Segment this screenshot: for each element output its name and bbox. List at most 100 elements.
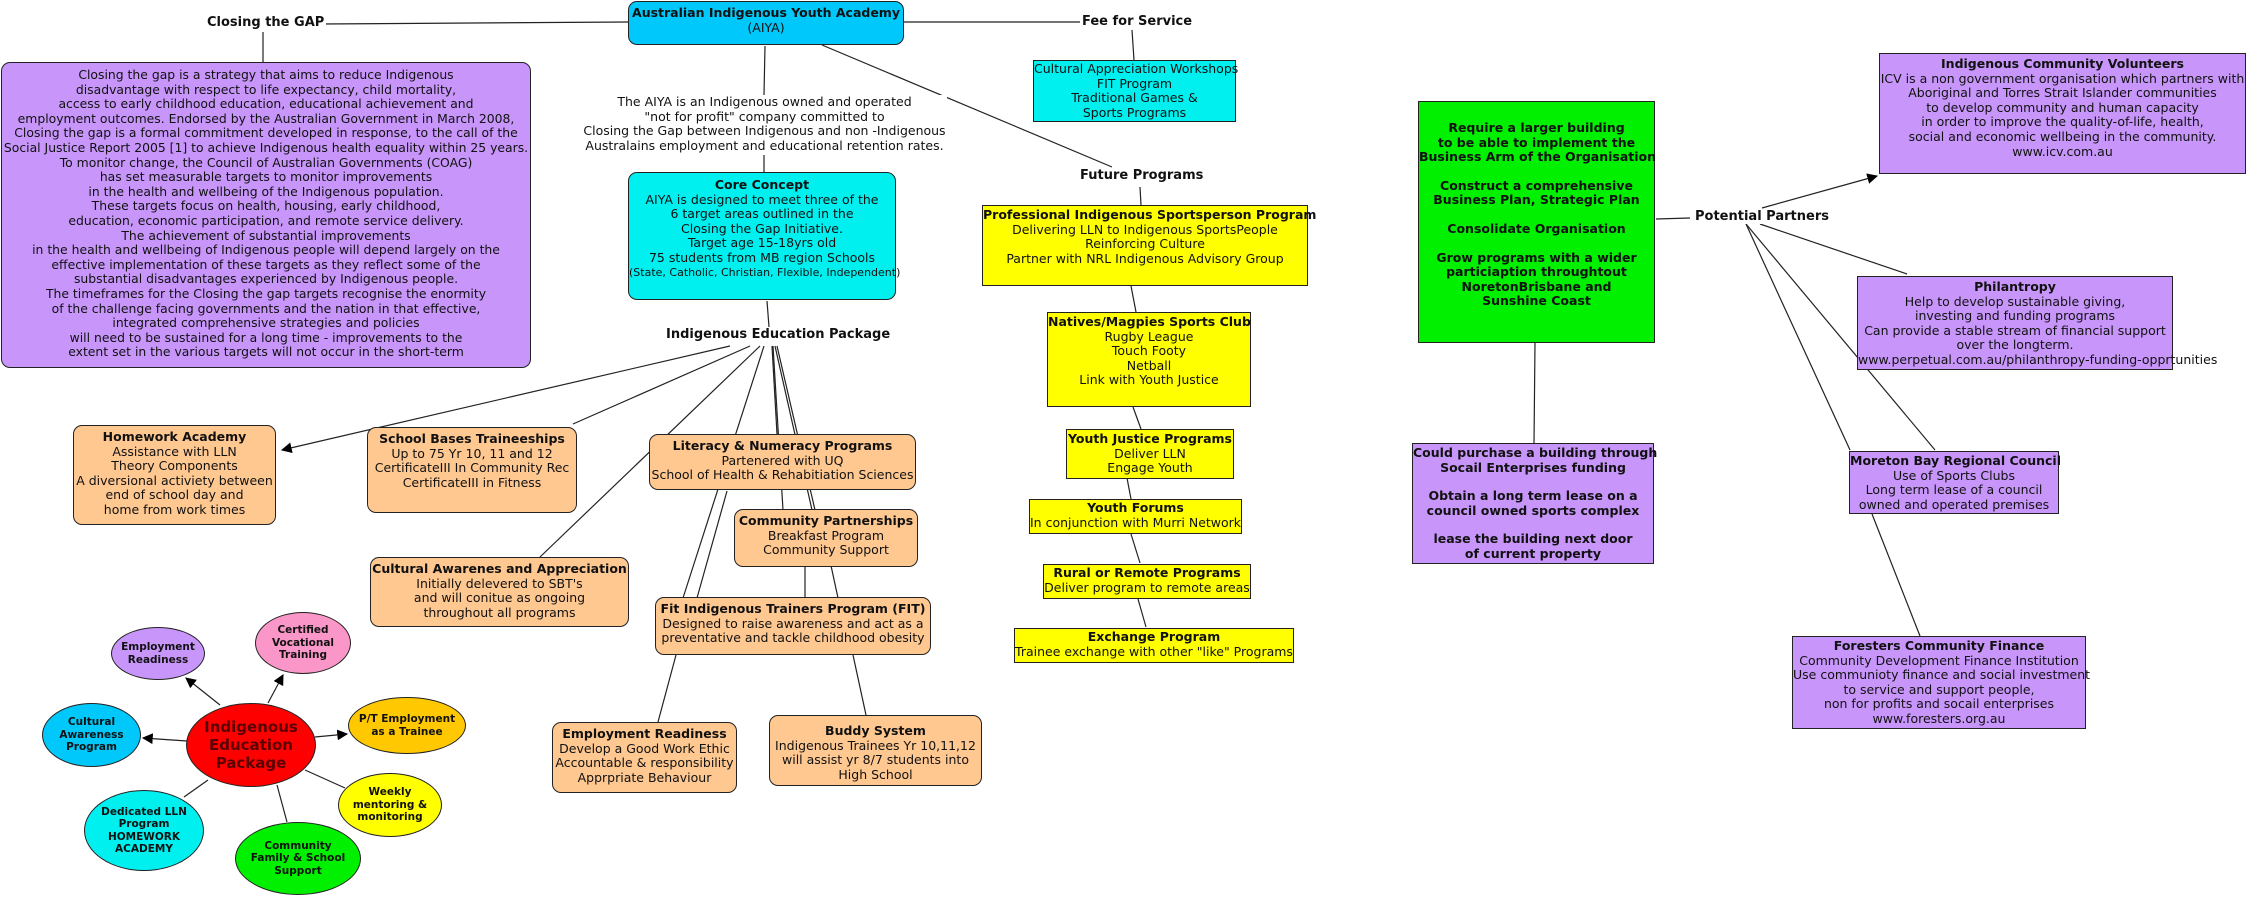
bubble-line: Readiness bbox=[127, 653, 189, 666]
closing-gap-line: Closing the gap is a formal commitment d… bbox=[14, 125, 518, 141]
spacer bbox=[1419, 237, 1654, 251]
box-line: Netball bbox=[1126, 357, 1172, 373]
block-line: of current property bbox=[1464, 545, 1602, 561]
fee-service-item: FIT Program bbox=[1096, 75, 1173, 91]
block-line: Construct a comprehensive bbox=[1440, 177, 1633, 193]
core-concept-title: Core Concept bbox=[714, 177, 810, 192]
box-line: Rugby League bbox=[1104, 328, 1194, 344]
box-line: Trainee exchange with other "like" Progr… bbox=[1015, 643, 1293, 659]
center-bubble-line: Indigenous bbox=[204, 718, 298, 736]
link-package-traineeships bbox=[572, 345, 751, 425]
spoke-pt bbox=[314, 729, 349, 741]
box-title: Fit Indigenous Trainers Program (FIT) bbox=[660, 601, 926, 616]
box-line: owned and operated premises bbox=[1858, 496, 2050, 512]
box-line: Deliver LLN bbox=[1114, 445, 1186, 461]
closing-gap-line: has set measurable targets to monitor im… bbox=[99, 169, 433, 185]
box-line: www.foresters.org.au bbox=[1872, 710, 2006, 726]
link-goals-partners bbox=[1655, 217, 1691, 220]
link-community-fit bbox=[696, 490, 728, 599]
closing-gap-line: extent set in the various targets will n… bbox=[68, 344, 464, 360]
link-root-description bbox=[763, 45, 766, 96]
center-bubble-line: Package bbox=[215, 754, 287, 772]
closing-gap-line: of the challenge facing governments and … bbox=[51, 300, 481, 316]
box-line: Accountable & responsibility bbox=[555, 755, 734, 771]
box-line: end of school day and bbox=[105, 487, 244, 503]
box-line: Link with Youth Justice bbox=[1079, 372, 1219, 388]
core-concept-line: 6 target areas outlined in the bbox=[670, 206, 854, 222]
link-partners-moreton bbox=[1745, 223, 1851, 451]
spacer bbox=[1419, 165, 1654, 179]
closing-gap-description: Closing the gap is a strategy that aims … bbox=[1, 62, 531, 368]
bubble-line: Cultural bbox=[67, 716, 116, 729]
box-line: Deliver program to remote areas bbox=[1044, 579, 1250, 595]
box-line: Use of Sports Clubs bbox=[1893, 467, 2015, 483]
bubble-line: Training bbox=[279, 649, 327, 662]
box-line: ICV is a non government organisation whi… bbox=[1880, 70, 2245, 86]
box-line: In conjunction with Murri Network bbox=[1030, 514, 1242, 530]
link-core-package bbox=[766, 300, 770, 328]
link-youthjustice-forums bbox=[1126, 477, 1132, 500]
box-line: Long term lease of a council bbox=[1865, 482, 2043, 498]
closing-gap-line: integrated comprehensive strategies and … bbox=[112, 315, 420, 331]
aiya-description-line: Australains employment and educational r… bbox=[585, 137, 944, 153]
box-line: Assistance with LLN bbox=[112, 443, 237, 459]
core-concept-box[interactable]: Core Concept AIYA is designed to meet th… bbox=[628, 172, 900, 300]
future-program-box[interactable]: Professional Indigenous Sportsperson Pro… bbox=[982, 205, 1316, 286]
link-natives-youthjustice bbox=[1132, 406, 1142, 430]
box-line: Develop a Good Work Ethic bbox=[559, 740, 730, 756]
box-title: Exchange Program bbox=[1087, 629, 1221, 644]
label-closing-the-gap: Closing the GAP bbox=[205, 15, 327, 30]
block-line: Business Arm of the Organisation bbox=[1419, 149, 1657, 165]
closing-gap-line: in the health and wellbeing of the Indig… bbox=[88, 183, 444, 199]
bubble-line: Community bbox=[264, 839, 332, 852]
core-concept-line: AIYA is designed to meet three of the bbox=[645, 191, 879, 207]
bubble-line: as a Trainee bbox=[371, 725, 443, 738]
box-title: Homework Academy bbox=[102, 429, 247, 444]
spoke-community bbox=[276, 784, 288, 823]
label-future-programs: Future Programs bbox=[1078, 168, 1206, 183]
block-line: NoretonBrisbane and bbox=[1461, 278, 1612, 294]
closing-gap-line: substantial disadvantages experienced by… bbox=[73, 271, 459, 287]
box-title: Rural or Remote Programs bbox=[1053, 565, 1241, 580]
bubble-line: HOMEWORK bbox=[107, 830, 181, 843]
link-partners-icv bbox=[1761, 173, 1879, 209]
bubble-line: Vocational bbox=[271, 636, 335, 649]
box-line: www.icv.com.au bbox=[2012, 143, 2113, 159]
box-line: Engage Youth bbox=[1107, 460, 1193, 476]
fit-program-box[interactable]: Fit Indigenous Trainers Program (FIT)Des… bbox=[655, 597, 931, 655]
box-line: Initially delevered to SBT's bbox=[416, 575, 583, 591]
box-line: Indigenous Trainees Yr 10,11,12 bbox=[775, 737, 976, 753]
link-root-closing-gap bbox=[319, 21, 629, 25]
closing-gap-line: Social Justice Report 2005 [1] to achiev… bbox=[3, 139, 529, 155]
core-concept-line: 75 students from MB region Schools bbox=[648, 249, 876, 265]
root-node-aiya[interactable]: Australian Indigenous Youth Academy (AIY… bbox=[628, 1, 904, 45]
box-line: Theory Components bbox=[111, 458, 238, 474]
